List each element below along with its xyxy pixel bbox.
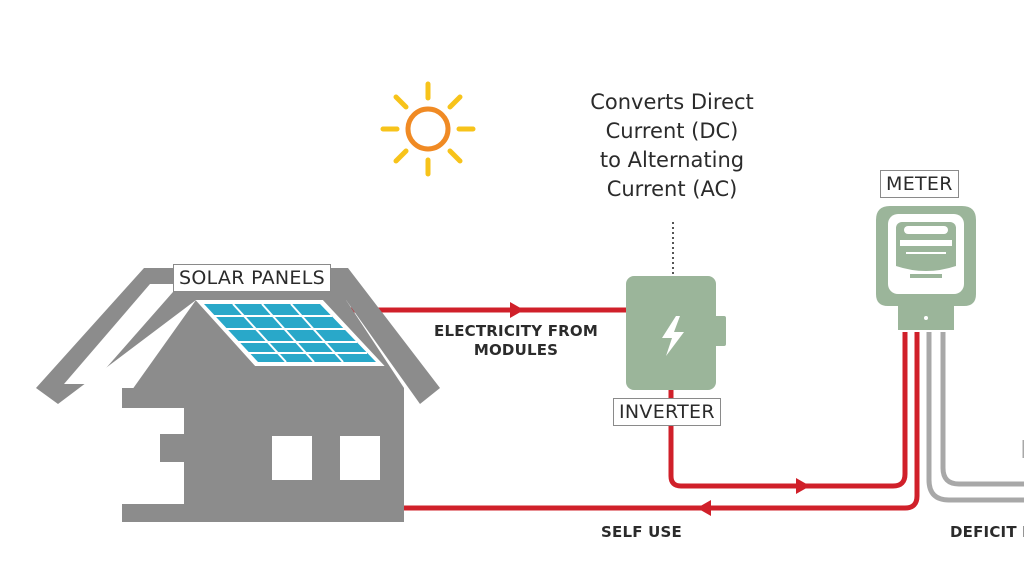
converter-description-line-3: to Alternating xyxy=(599,148,745,172)
inverter-icon xyxy=(626,276,726,390)
flow-arrows xyxy=(510,302,810,516)
lightning-bolt-icon xyxy=(662,316,684,356)
solar-panels-label: SOLAR PANELS xyxy=(173,264,331,292)
house-window xyxy=(272,436,312,480)
solar-panel-icon xyxy=(195,300,385,366)
meter-icon xyxy=(876,206,976,330)
converter-description-line-1: Converts Direct xyxy=(590,90,754,114)
self-use-label: SELF USE xyxy=(601,523,682,541)
converter-description-line-4: Current (AC) xyxy=(606,177,738,201)
inverter-label: INVERTER xyxy=(613,398,721,426)
electricity-from-modules-line-2: MODULES xyxy=(473,341,559,359)
grid-lines xyxy=(926,332,1024,503)
electricity-from-modules-line-1: ELECTRICITY FROM xyxy=(434,322,599,340)
converter-description-line-2: Current (DC) xyxy=(605,119,739,143)
sun-icon xyxy=(380,81,476,177)
electricity-from-modules-label: ELECTRICITY FROM MODULES xyxy=(434,322,598,360)
converter-description: Converts Direct Current (DC) to Alternat… xyxy=(566,88,778,204)
deficit-label: DEFICIT I xyxy=(950,523,1024,541)
house-window xyxy=(340,436,380,480)
meter-label: METER xyxy=(880,170,959,198)
